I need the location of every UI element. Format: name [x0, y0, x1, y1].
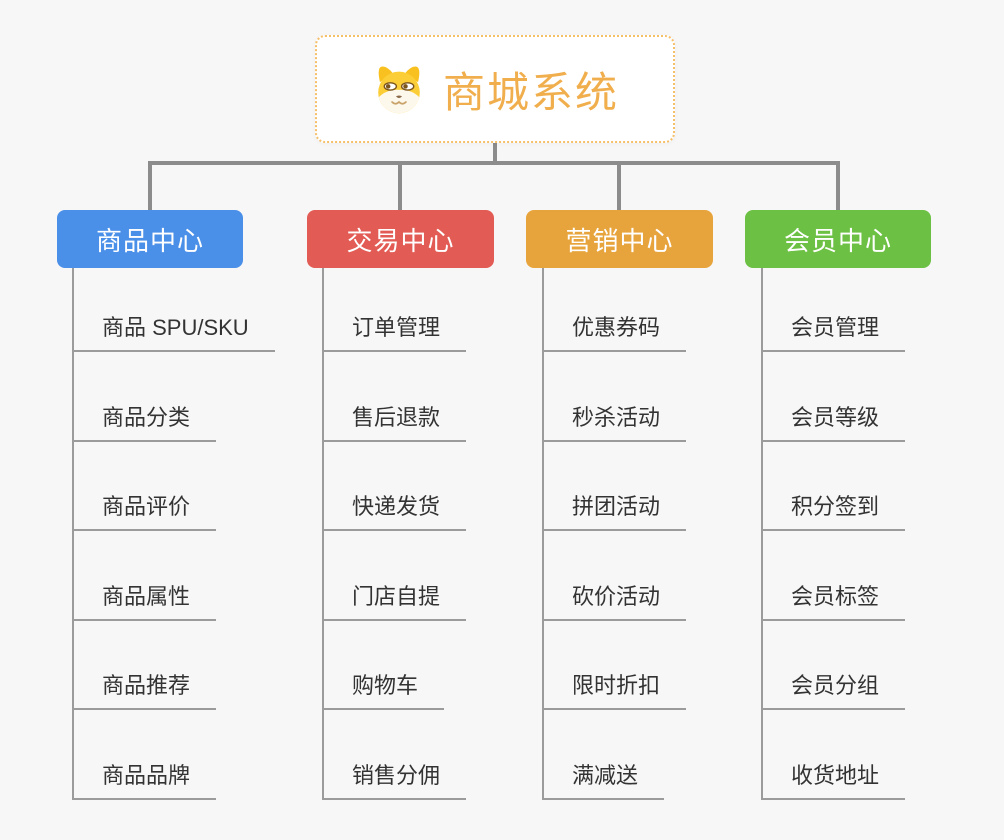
branch-children-product-center: 商品 SPU/SKU 商品分类 商品评价 商品属性 商品推荐 商品品牌: [72, 268, 322, 800]
leaf-label: 商品 SPU/SKU: [102, 315, 249, 340]
leaf-label: 会员标签: [791, 583, 880, 609]
branch-children-member-center: 会员管理 会员等级 积分签到 会员标签 会员分组 收货地址: [761, 268, 1004, 800]
leaf-label: 秒杀活动: [572, 404, 661, 430]
leaf-node[interactable]: 商品推荐: [72, 668, 217, 711]
connector-trunk-branch-4: [761, 268, 763, 800]
connector-trunk-branch-2: [322, 268, 324, 800]
leaf-label: 商品属性: [102, 583, 191, 609]
branch-node-marketing-center[interactable]: 营销中心: [526, 210, 713, 268]
connector-root-drop: [493, 143, 497, 163]
leaf-label: 商品推荐: [102, 673, 191, 699]
branch-label: 会员中心: [783, 225, 892, 256]
dog-icon: [378, 66, 420, 114]
root-node[interactable]: 商城系统: [315, 35, 675, 143]
leaf-node[interactable]: 订单管理: [322, 310, 467, 352]
leaf-node[interactable]: 拼团活动: [542, 489, 687, 532]
leaf-node[interactable]: 积分签到: [761, 489, 906, 532]
leaf-node[interactable]: 购物车: [322, 668, 445, 711]
leaf-label: 拼团活动: [572, 494, 661, 520]
leaf-label: 砍价活动: [572, 583, 661, 609]
connector-drop-branch-1: [148, 161, 152, 210]
leaf-label: 限时折扣: [572, 673, 661, 699]
leaf-label: 订单管理: [352, 315, 441, 340]
leaf-node[interactable]: 会员标签: [761, 579, 906, 621]
leaf-label: 门店自提: [352, 583, 441, 609]
branch-children-marketing-center: 优惠券码 秒杀活动 拼团活动 砍价活动 限时折扣 满减送: [542, 268, 792, 800]
leaf-label: 会员管理: [791, 315, 880, 340]
leaf-node[interactable]: 限时折扣: [542, 668, 687, 711]
leaf-label: 商品评价: [102, 494, 191, 520]
root-title: 商城系统: [442, 68, 619, 116]
leaf-node[interactable]: 商品品牌: [72, 758, 217, 800]
leaf-label: 收货地址: [791, 762, 880, 788]
leaf-node[interactable]: 会员分组: [761, 668, 906, 711]
leaf-node[interactable]: 商品分类: [72, 400, 217, 442]
leaf-node[interactable]: 秒杀活动: [542, 400, 687, 442]
branch-children-trade-center: 订单管理 售后退款 快递发货 门店自提 购物车 销售分佣: [322, 268, 572, 800]
leaf-node[interactable]: 商品 SPU/SKU: [72, 310, 275, 352]
branch-node-product-center[interactable]: 商品中心: [57, 210, 243, 268]
branch-label: 交易中心: [346, 225, 455, 256]
leaf-node[interactable]: 满减送: [542, 758, 665, 800]
leaf-label: 会员等级: [791, 404, 880, 430]
leaf-label: 商品品牌: [102, 762, 191, 788]
leaf-node[interactable]: 砍价活动: [542, 579, 687, 621]
leaf-label: 会员分组: [791, 673, 880, 699]
connector-bus: [148, 161, 840, 165]
branch-node-member-center[interactable]: 会员中心: [745, 210, 931, 268]
leaf-label: 售后退款: [352, 404, 441, 430]
leaf-node[interactable]: 收货地址: [761, 758, 906, 800]
leaf-label: 商品分类: [102, 404, 191, 430]
connector-trunk-branch-3: [542, 268, 544, 800]
leaf-node[interactable]: 会员管理: [761, 310, 906, 352]
connector-trunk-branch-1: [72, 268, 74, 800]
leaf-label: 优惠券码: [572, 315, 661, 340]
leaf-node[interactable]: 商品评价: [72, 489, 217, 532]
connector-drop-branch-2: [398, 161, 402, 210]
leaf-label: 快递发货: [352, 494, 441, 520]
leaf-node[interactable]: 售后退款: [322, 400, 467, 442]
branch-label: 商品中心: [95, 225, 204, 256]
connector-drop-branch-4: [836, 161, 840, 210]
leaf-label: 积分签到: [791, 494, 880, 520]
leaf-node[interactable]: 优惠券码: [542, 310, 687, 352]
leaf-node[interactable]: 销售分佣: [322, 758, 467, 800]
leaf-node[interactable]: 商品属性: [72, 579, 217, 621]
leaf-label: 销售分佣: [352, 762, 441, 788]
leaf-label: 满减送: [572, 762, 639, 788]
branch-node-trade-center[interactable]: 交易中心: [307, 210, 494, 268]
branch-label: 营销中心: [565, 225, 674, 256]
leaf-node[interactable]: 门店自提: [322, 579, 467, 621]
leaf-node[interactable]: 会员等级: [761, 400, 906, 442]
connector-drop-branch-3: [617, 161, 621, 210]
leaf-label: 购物车: [352, 673, 419, 699]
leaf-node[interactable]: 快递发货: [322, 489, 467, 532]
